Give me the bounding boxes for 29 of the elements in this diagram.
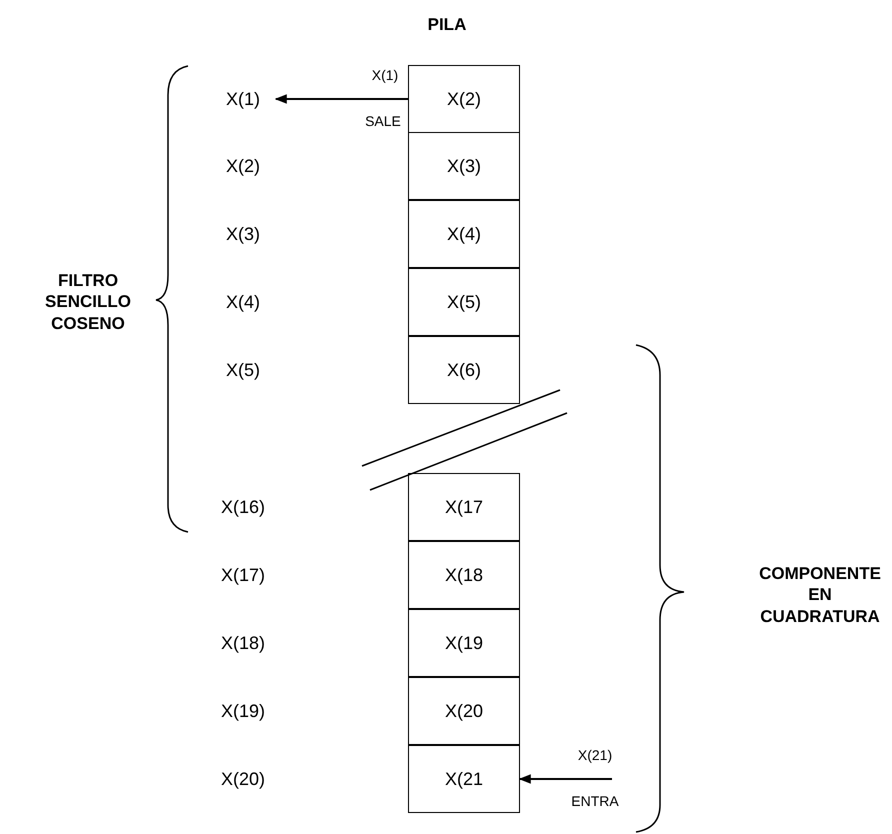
- stack-cell: X(5): [408, 268, 520, 336]
- stack-cell: X(3): [408, 132, 520, 200]
- title: PILA: [426, 14, 468, 36]
- brace-label: FILTRO SENCILLO COSENO: [44, 270, 132, 334]
- stack-cell: X(19: [408, 609, 520, 677]
- brace-label: COMPONENTE EN CUADRATURA: [758, 563, 882, 627]
- stack-cell: X(2): [408, 65, 520, 133]
- value-text: X(2): [224, 155, 261, 178]
- stack-cell: X(18: [408, 541, 520, 609]
- stack-cell: X(17: [408, 473, 520, 541]
- edge-label: X(1): [370, 67, 400, 84]
- value-text: X(17): [220, 564, 266, 586]
- value-text: X(4): [224, 291, 261, 314]
- value-text: X(1): [210, 84, 276, 114]
- stack-cell: X(21: [408, 745, 520, 813]
- value-text: X(16): [220, 496, 266, 518]
- value-text: X(20): [220, 768, 266, 790]
- arrow: [274, 94, 408, 104]
- edge-label: X(21): [576, 747, 614, 764]
- value-text: X(5): [224, 359, 261, 382]
- arrow: [518, 774, 612, 784]
- arrow-caption: SALE: [364, 113, 402, 130]
- stack-cell: X(4): [408, 200, 520, 268]
- value-text: X(18): [220, 632, 266, 654]
- value-text: X(3): [224, 223, 261, 246]
- value-text: X(19): [220, 700, 266, 722]
- stack-cell: X(6): [408, 336, 520, 404]
- stack-cell: X(20: [408, 677, 520, 745]
- arrow-caption: ENTRA: [570, 793, 620, 810]
